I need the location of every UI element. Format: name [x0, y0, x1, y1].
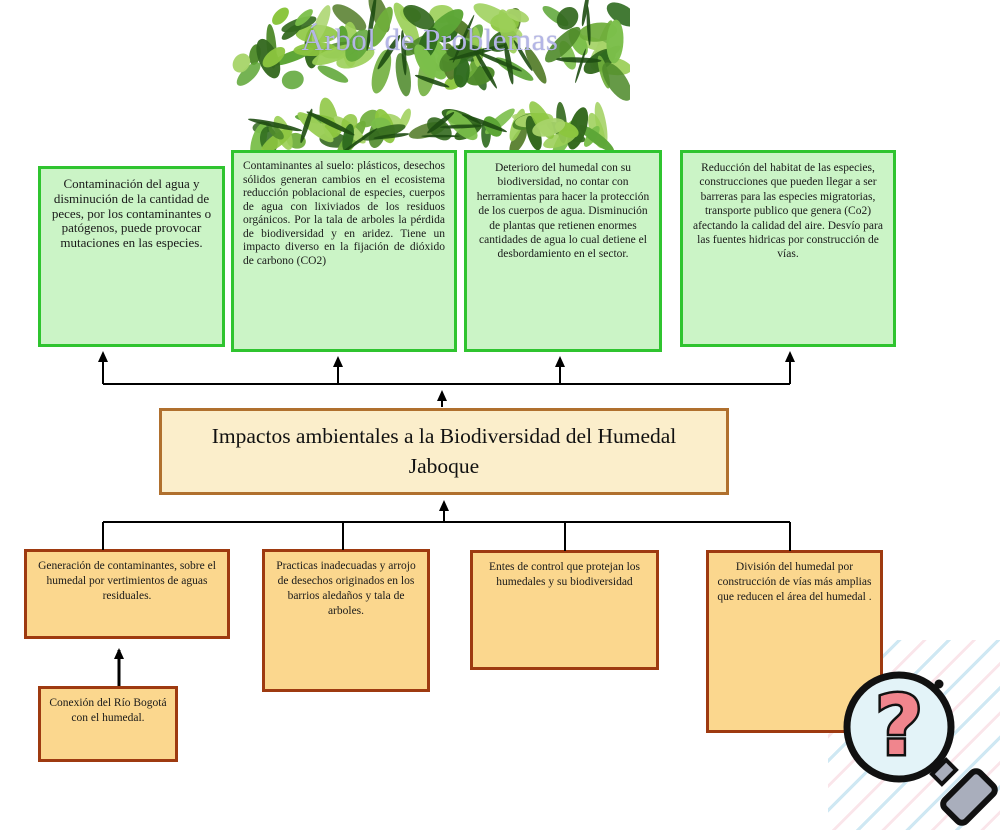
effect-box-deterioro-humedal: Deterioro del humedal con su biodiversid… [464, 150, 662, 352]
cause-box-generacion-contaminantes: Generación de contaminantes, sobre el hu… [24, 549, 230, 639]
page-title: Árbol de Problemas [301, 22, 559, 57]
leaves-illustration [232, 0, 630, 150]
magnifying-glass-question-icon: ? [843, 671, 998, 826]
cause-box-practicas-inadecuadas: Practicas inadecuadas y arrojo de desech… [262, 549, 430, 692]
leaf-banner: Árbol de Problemas [230, 0, 630, 150]
sparkle-dot [934, 679, 944, 689]
lens-circle [843, 671, 955, 783]
handle-neck [929, 757, 959, 787]
root-cause-box-rio-bogota: Conexión del Río Bogotá con el humedal. [38, 686, 178, 762]
question-mark-glyph: ? [875, 679, 923, 774]
effect-box-contaminantes-suelo: Contaminantes al suelo: plásticos, desec… [231, 150, 457, 352]
effect-box-contaminacion-agua: Contaminación del agua y disminución de … [38, 166, 225, 347]
cause-box-entes-de-control: Entes de control que protejan los humeda… [470, 550, 659, 670]
effect-box-reduccion-habitat: Reducción del habitat de las especies, c… [680, 150, 896, 347]
handle-grip [940, 768, 998, 826]
central-problem-box: Impactos ambientales a la Biodiversidad … [159, 408, 729, 495]
